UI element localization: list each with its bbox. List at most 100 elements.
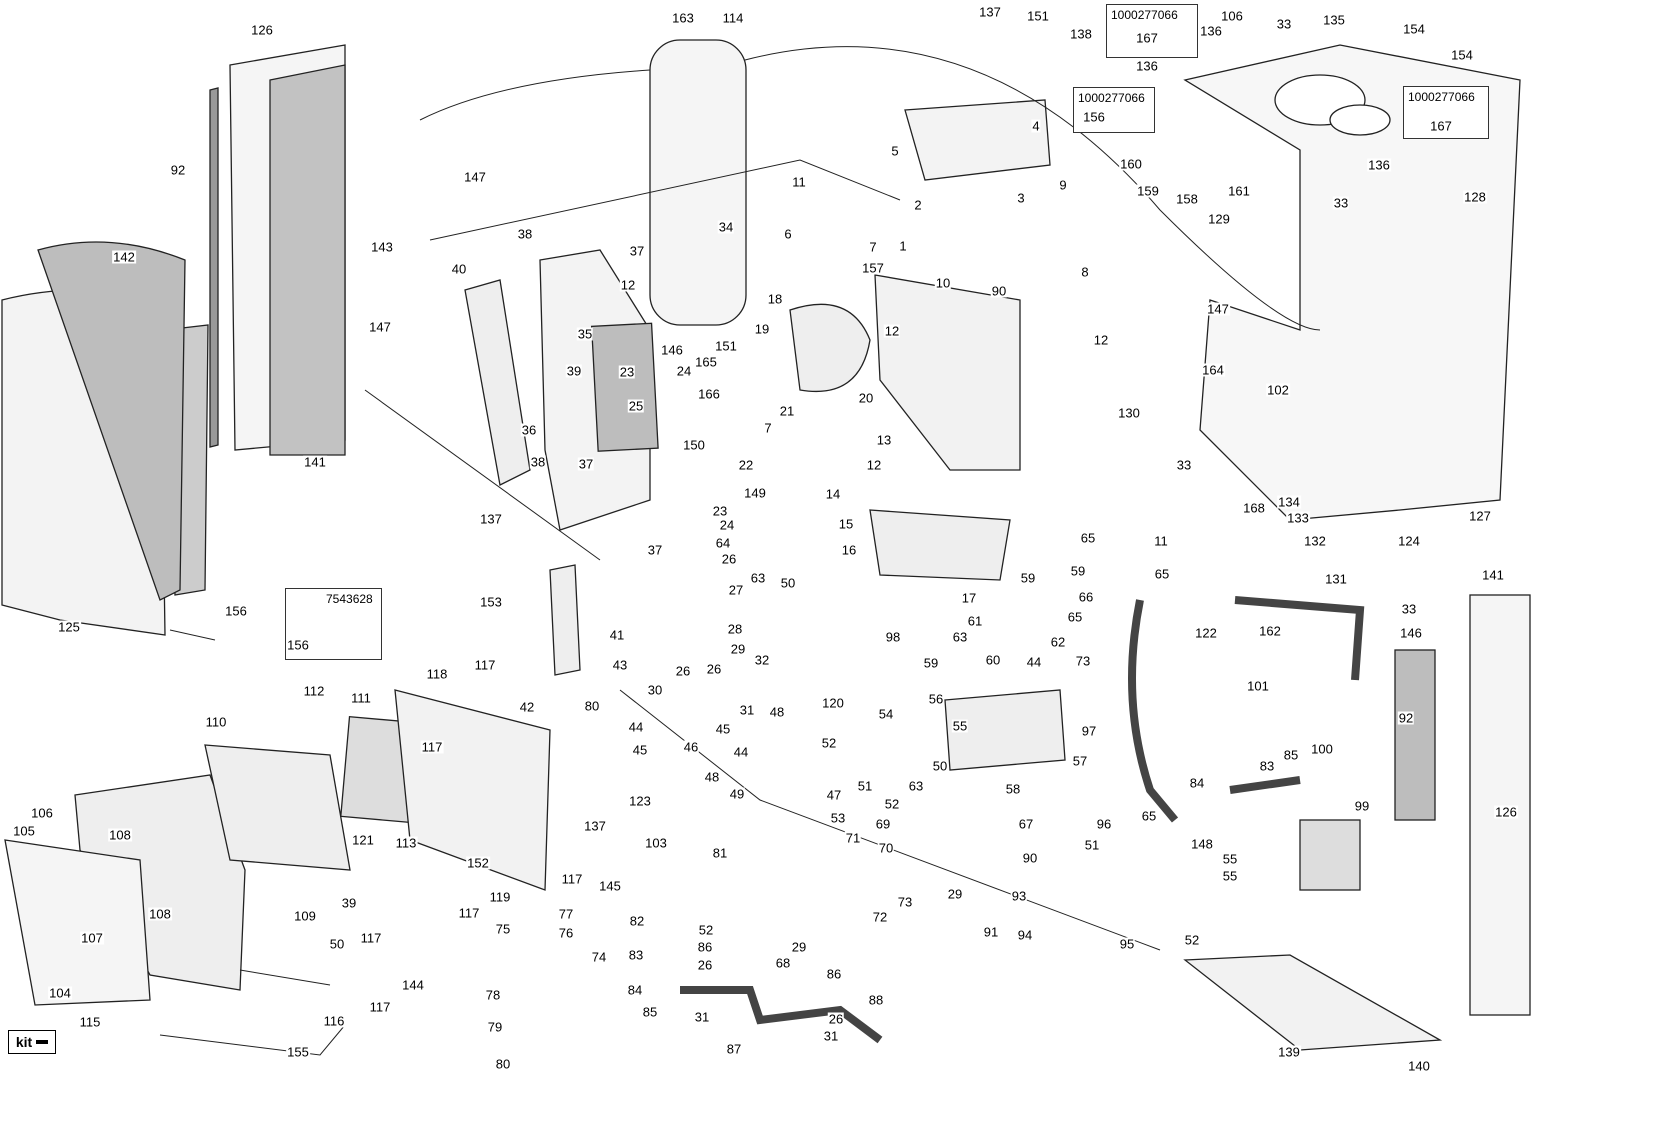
ref-box-1000277066-mid: 1000277066 [1073, 87, 1155, 133]
part-callout-45: 45 [631, 742, 649, 758]
part-callout-4: 4 [1031, 118, 1041, 134]
part-callout-15: 15 [837, 516, 855, 532]
part-callout-8: 8 [1080, 264, 1090, 280]
condensate-trap-tray [869, 509, 1011, 581]
part-callout-91: 91 [982, 924, 1000, 940]
part-callout-1: 1 [898, 238, 908, 254]
part-callout-90: 90 [1021, 850, 1039, 866]
part-callout-60: 60 [984, 652, 1002, 668]
part-callout-63: 63 [749, 570, 767, 586]
part-callout-48: 48 [703, 769, 721, 785]
part-callout-147: 147 [1206, 301, 1230, 317]
part-callout-26: 26 [720, 551, 738, 567]
part-callout-28: 28 [726, 621, 744, 637]
part-callout-7: 7 [763, 420, 773, 436]
part-callout-90: 90 [990, 283, 1008, 299]
part-callout-39: 39 [340, 895, 358, 911]
part-callout-59: 59 [1069, 563, 1087, 579]
part-callout-159: 159 [1136, 183, 1160, 199]
part-callout-55: 55 [1221, 868, 1239, 884]
part-callout-148: 148 [1190, 836, 1214, 852]
part-callout-138: 138 [1069, 26, 1093, 42]
part-callout-85: 85 [641, 1004, 659, 1020]
part-callout-17: 17 [960, 590, 978, 606]
part-callout-63: 63 [951, 629, 969, 645]
part-callout-65: 65 [1079, 530, 1097, 546]
pump-56 [944, 689, 1066, 771]
part-callout-50: 50 [328, 936, 346, 952]
part-callout-131: 131 [1324, 571, 1348, 587]
part-callout-11: 11 [791, 174, 807, 190]
part-callout-100: 100 [1310, 741, 1334, 757]
part-callout-157: 157 [861, 260, 885, 276]
part-callout-86: 86 [696, 939, 714, 955]
part-callout-162: 162 [1258, 623, 1282, 639]
part-callout-81: 81 [711, 845, 729, 861]
part-callout-117: 117 [457, 905, 481, 921]
part-callout-55: 55 [1221, 851, 1239, 867]
part-callout-141: 141 [303, 454, 327, 470]
part-callout-136: 136 [1199, 23, 1223, 39]
part-callout-137: 137 [479, 511, 503, 527]
leader-line [159, 1024, 346, 1056]
part-callout-153: 153 [479, 594, 503, 610]
part-callout-137: 137 [978, 4, 1002, 20]
part-callout-135: 135 [1322, 12, 1346, 28]
part-callout-34: 34 [717, 219, 735, 235]
air-duct-36 [464, 279, 531, 486]
part-callout-48: 48 [768, 704, 786, 720]
part-callout-58: 58 [1004, 781, 1022, 797]
seal-92 [209, 87, 219, 448]
plate-heat-exchanger-99 [1299, 819, 1361, 891]
part-callout-13: 13 [875, 432, 893, 448]
part-callout-52: 52 [697, 922, 715, 938]
part-callout-72: 72 [871, 909, 889, 925]
part-callout-105: 105 [12, 823, 36, 839]
part-callout-126: 126 [250, 22, 274, 38]
bottom-tray-139 [1183, 954, 1443, 1051]
part-callout-67: 67 [1017, 816, 1035, 832]
part-callout-84: 84 [1188, 775, 1206, 791]
part-callout-147: 147 [463, 169, 487, 185]
part-callout-33: 33 [1400, 601, 1418, 617]
part-callout-65: 65 [1153, 566, 1171, 582]
part-callout-51: 51 [1083, 837, 1101, 853]
part-callout-69: 69 [874, 816, 892, 832]
leader-line [364, 389, 601, 561]
part-callout-52: 52 [820, 735, 838, 751]
part-callout-101: 101 [1246, 678, 1270, 694]
part-callout-149: 149 [743, 485, 767, 501]
part-callout-76: 76 [557, 925, 575, 941]
part-callout-47: 47 [825, 787, 843, 803]
part-callout-163: 163 [671, 10, 695, 26]
ref-code: 7543628 [326, 592, 373, 606]
minus-icon [36, 1040, 49, 1044]
part-callout-26: 26 [674, 663, 692, 679]
part-callout-87: 87 [725, 1041, 743, 1057]
part-callout-142: 142 [112, 249, 136, 265]
part-callout-80: 80 [583, 698, 601, 714]
part-callout-122: 122 [1194, 625, 1218, 641]
pipe-97 [1128, 599, 1179, 823]
part-callout-59: 59 [1019, 570, 1037, 586]
part-callout-151: 151 [714, 338, 738, 354]
part-callout-124: 124 [1397, 533, 1421, 549]
part-callout-35: 35 [576, 326, 594, 342]
part-callout-78: 78 [484, 987, 502, 1003]
part-callout-117: 117 [359, 930, 383, 946]
side-panel-right [1469, 594, 1531, 1016]
part-callout-145: 145 [598, 878, 622, 894]
fan-housing [789, 303, 871, 392]
part-callout-19: 19 [753, 321, 771, 337]
part-callout-21: 21 [778, 403, 796, 419]
kit-toggle-button[interactable]: kit [8, 1030, 56, 1054]
part-callout-29: 29 [946, 886, 964, 902]
part-callout-52: 52 [1183, 932, 1201, 948]
part-callout-39: 39 [565, 363, 583, 379]
part-callout-151: 151 [1026, 8, 1050, 24]
ref-code: 1000277066 [1111, 8, 1178, 22]
part-callout-32: 32 [753, 652, 771, 668]
ref-box-1000277066-top: 1000277066 [1106, 4, 1198, 58]
part-callout-117: 117 [473, 657, 497, 673]
part-callout-95: 95 [1118, 936, 1136, 952]
